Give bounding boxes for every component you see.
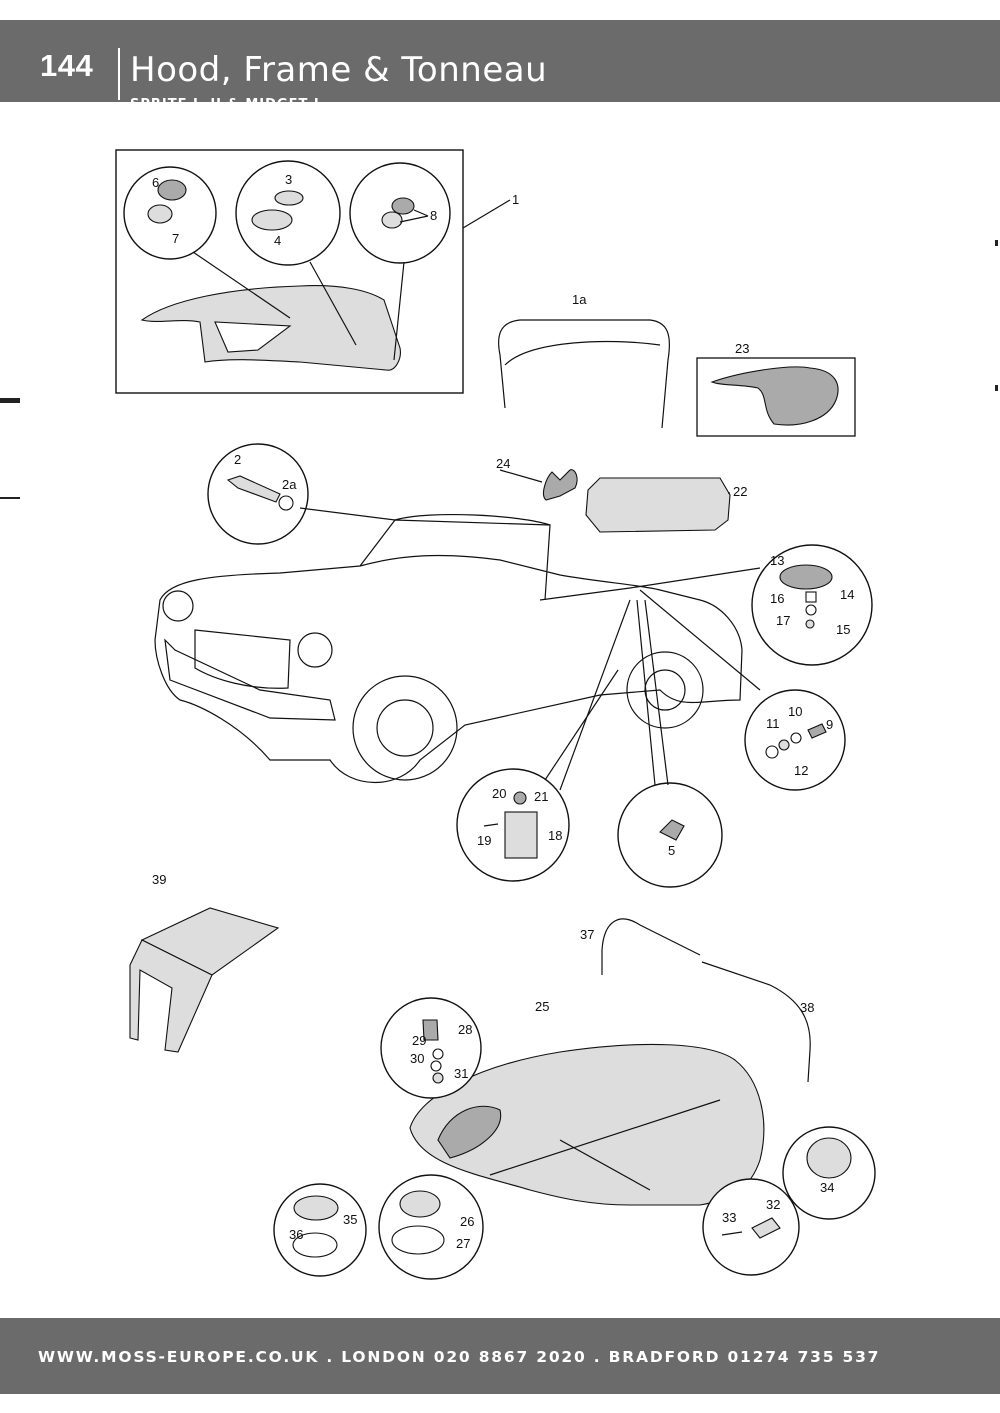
tonneau-panel-39 [129, 907, 280, 1053]
callout-label: 23 [735, 341, 749, 356]
callout-label: 19 [477, 833, 491, 848]
callout-label: 2a [282, 477, 297, 492]
footer-contact-text: WWW.MOSS-EUROPE.CO.UK . LONDON 020 8867 … [38, 1348, 881, 1366]
callout-label: 34 [820, 1180, 834, 1195]
callout-label: 5 [668, 843, 675, 858]
car-outline [154, 513, 761, 784]
callout-label: 30 [410, 1051, 424, 1066]
callout-label: 2 [234, 452, 241, 467]
page-subtitle: SPRITE I, II & MIDGET I [130, 97, 320, 112]
margin-mark [995, 240, 998, 246]
callout-label: 17 [776, 613, 790, 628]
callout-label: 7 [172, 231, 179, 246]
callout-label: 9 [826, 717, 833, 732]
callout-label: 8 [430, 208, 437, 223]
callout-label: 14 [840, 587, 854, 602]
callout-label: 33 [722, 1210, 736, 1225]
callout-label: 4 [274, 233, 281, 248]
callout-label: 1a [572, 292, 587, 307]
detail-circle-28 [380, 997, 482, 1099]
callout-label: 1 [512, 192, 519, 207]
margin-mark [0, 398, 20, 403]
page-number: 144 [40, 48, 94, 83]
callout-label: 11 [766, 716, 780, 731]
page-footer: WWW.MOSS-EUROPE.CO.UK . LONDON 020 8867 … [0, 1318, 1000, 1394]
callout-label: 38 [800, 1000, 814, 1015]
callout-label: 6 [152, 175, 159, 190]
hood-frame [498, 319, 671, 429]
callout-label: 13 [770, 553, 784, 568]
callout-label: 16 [770, 591, 784, 606]
callout-labels: 1 1a 2 2a 3 4 5 6 7 8 9 10 11 12 13 14 1… [152, 172, 854, 1251]
callout-label: 10 [788, 704, 802, 719]
callout-label: 27 [456, 1236, 470, 1251]
callout-label: 12 [794, 763, 808, 778]
callout-label: 32 [766, 1197, 780, 1212]
page-title: Hood, Frame & Tonneau [130, 50, 548, 90]
callout-label: 3 [285, 172, 292, 187]
callout-label: 22 [733, 484, 747, 499]
callout-label: 18 [548, 828, 562, 843]
page-header: 144 Hood, Frame & Tonneau SPRITE I, II &… [0, 20, 1000, 112]
hood-assembly-panel [115, 149, 511, 394]
callout-label: 39 [152, 872, 166, 887]
callout-label: 37 [580, 927, 594, 942]
callout-label: 36 [289, 1227, 303, 1242]
callout-label: 29 [412, 1033, 426, 1048]
callout-label: 15 [836, 622, 850, 637]
detail-circle-32 [702, 1178, 800, 1276]
tonneau-cover [409, 1043, 765, 1206]
callout-label: 35 [343, 1212, 357, 1227]
callout-label: 25 [535, 999, 549, 1014]
callout-label: 28 [458, 1022, 472, 1037]
hood-bag [499, 469, 731, 533]
tonneau-stowage-panel [696, 357, 856, 437]
margin-mark [995, 385, 998, 391]
margin-mark [0, 497, 20, 499]
header-divider [118, 48, 120, 100]
callout-label: 21 [534, 789, 548, 804]
callout-label: 24 [496, 456, 510, 471]
callout-label: 26 [460, 1214, 474, 1229]
callout-label: 20 [492, 786, 506, 801]
callout-label: 31 [454, 1066, 468, 1081]
